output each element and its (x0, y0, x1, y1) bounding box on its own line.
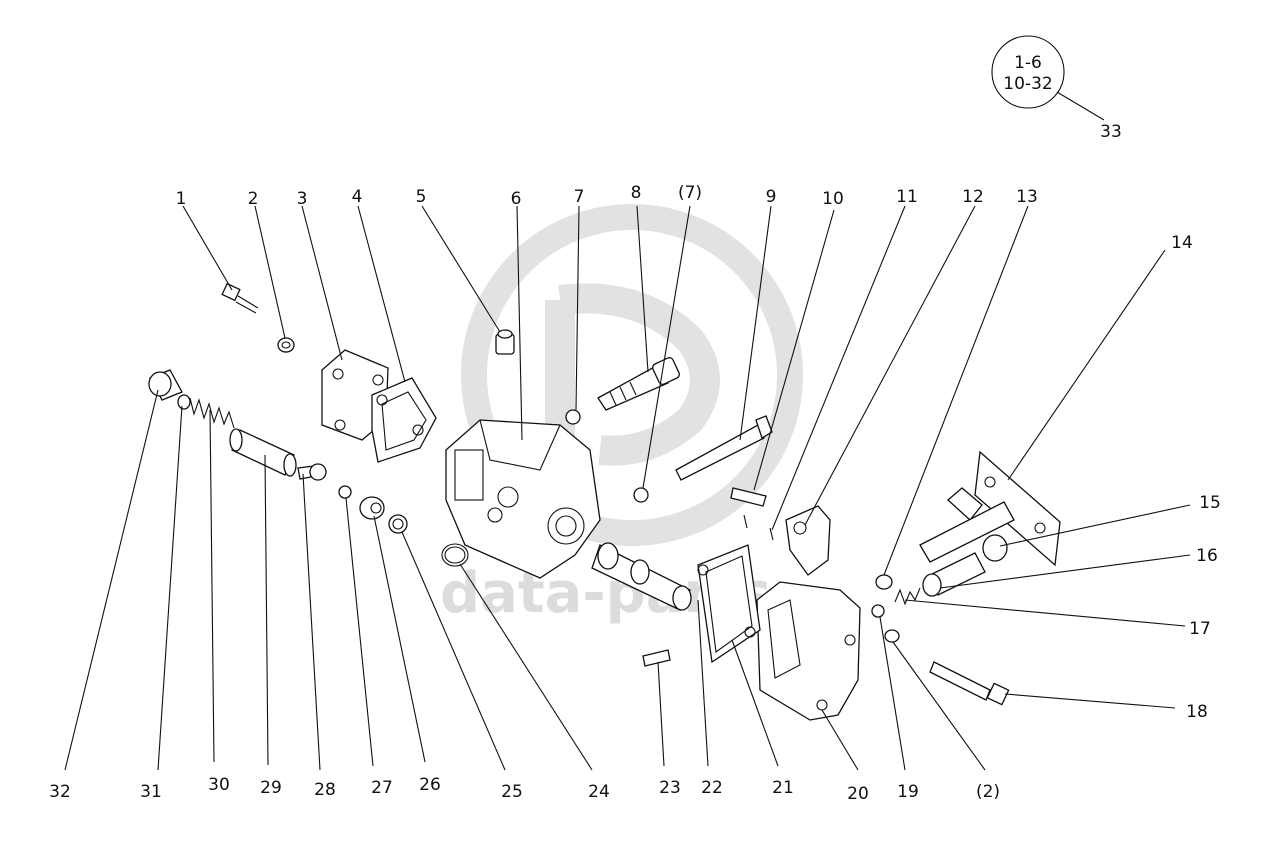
label-25: 25 (501, 782, 523, 802)
part-20-housing (756, 581, 861, 721)
part-23-pin (642, 649, 671, 667)
part-24-oring (441, 543, 469, 567)
part-30-spring (189, 397, 235, 429)
part-26-bushing (359, 496, 385, 520)
part-1-screw (221, 282, 259, 314)
label-28: 28 (314, 780, 336, 800)
part-28-screw (297, 463, 327, 481)
label-9: 9 (766, 187, 777, 207)
part-12-lever (785, 505, 831, 576)
callout-range-2: 10-32 (1003, 74, 1052, 94)
part-8-bolt (597, 357, 680, 411)
label-3: 3 (297, 189, 308, 209)
part-4-gasket (371, 377, 437, 463)
part-11-pin (743, 514, 748, 529)
label-16: 16 (1196, 546, 1218, 566)
label-8: 8 (631, 183, 642, 203)
label-12: 12 (962, 187, 984, 207)
part-25-ring (388, 514, 408, 534)
label-7: 7 (574, 187, 585, 207)
part-15-shaft (919, 501, 1015, 563)
label-13: 13 (1016, 187, 1038, 207)
part-16-sleeve (922, 552, 986, 597)
label-21: 21 (772, 778, 794, 798)
part-14-bracket (947, 450, 1061, 567)
part-18-bolt (929, 661, 1010, 706)
part-13-washer (875, 574, 893, 590)
label-23: 23 (659, 778, 681, 798)
label-31: 31 (140, 782, 162, 802)
part-29-sleeve (229, 428, 297, 477)
leader-lines (64, 205, 1191, 771)
part-7-washer (565, 409, 581, 425)
parts (148, 282, 1061, 721)
part-31-washer (177, 394, 191, 410)
label-19: 19 (897, 782, 919, 802)
part-6-valve-body (445, 419, 601, 579)
label-17: 17 (1189, 619, 1211, 639)
label-20: 20 (847, 784, 869, 804)
part-5-plug (495, 329, 515, 355)
label-11: 11 (896, 187, 918, 207)
label-2: 2 (248, 189, 259, 209)
label-7b: (7) (678, 183, 702, 203)
top-labels: 1 2 3 4 5 6 7 8 (7) 9 10 11 12 13 14 (176, 183, 1193, 253)
part-7b-washer (633, 487, 649, 503)
part-32-cap (148, 369, 183, 401)
part-2b-washer (884, 629, 900, 643)
label-5: 5 (416, 187, 427, 207)
label-18: 18 (1186, 702, 1208, 722)
label-32: 32 (49, 782, 71, 802)
label-27: 27 (371, 778, 393, 798)
label-6: 6 (511, 189, 522, 209)
label-26: 26 (419, 775, 441, 795)
assembly-callout: 1-6 10-32 33 (991, 35, 1122, 142)
right-labels: 15 16 17 18 (1186, 493, 1221, 722)
part-27-ball (338, 485, 352, 499)
label-30: 30 (208, 775, 230, 795)
label-24: 24 (588, 782, 610, 802)
label-33: 33 (1100, 122, 1122, 142)
callout-range-1: 1-6 (1014, 53, 1042, 73)
label-2b: (2) (976, 782, 1000, 802)
part-10-dowel (730, 487, 767, 507)
part-9-pin (675, 415, 773, 481)
label-15: 15 (1199, 493, 1221, 513)
part-2-washer (277, 337, 295, 353)
part-17-spring (894, 587, 921, 606)
label-4: 4 (352, 187, 363, 207)
part-22-spool (591, 542, 692, 611)
label-22: 22 (701, 778, 723, 798)
bottom-labels: 32 31 30 29 28 27 26 25 24 23 22 21 20 1… (49, 775, 1000, 804)
part-19-ball (871, 604, 885, 618)
part-21-gasket (697, 544, 761, 664)
label-14: 14 (1171, 233, 1193, 253)
label-10: 10 (822, 189, 844, 209)
label-29: 29 (260, 778, 282, 798)
label-1: 1 (176, 189, 187, 209)
